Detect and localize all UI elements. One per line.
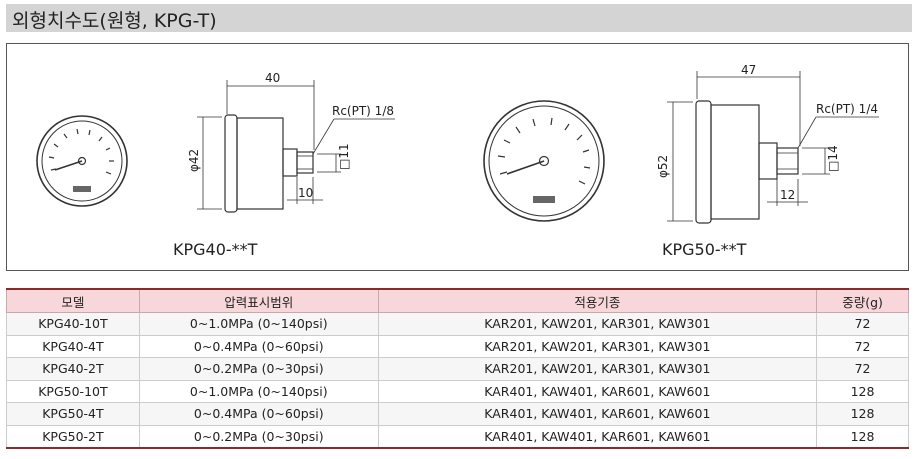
cell-pressure: 0~0.2MPa (0~30psi): [138, 424, 379, 449]
cell-applicable: KAR201, KAW201, KAR301, KAW301: [377, 357, 818, 381]
cell-weight: 128: [816, 379, 909, 403]
dim-lines-right: [667, 71, 879, 222]
cell-model: KPG50-2T: [6, 424, 140, 449]
section-title: 외형치수도(원형, KPG-T): [12, 10, 217, 32]
dim-hex-right: □14: [826, 145, 840, 172]
gauge-side-right: [695, 100, 799, 224]
spec-table: 모델 압력표시범위 적용기종 중량(g) KPG40-10T 0~1.0MPa …: [6, 288, 909, 449]
table-row: KPG50-2T 0~0.2MPa (0~30psi) KAR401, KAW4…: [6, 424, 909, 449]
dim-lines-left: [197, 80, 395, 210]
table-row: KPG50-10T 0~1.0MPa (0~140psi) KAR401, KA…: [6, 379, 909, 403]
gauge-front-left: [36, 115, 128, 207]
dim-thread-len-left: 10: [298, 186, 313, 200]
cell-applicable: KAR201, KAW201, KAR301, KAW301: [377, 312, 818, 336]
cell-applicable: KAR401, KAW401, KAR601, KAW601: [377, 424, 818, 449]
cell-model: KPG40-4T: [6, 334, 140, 358]
gauge-front-right: [483, 100, 605, 222]
header-applicable-models: 적용기종: [377, 288, 818, 313]
dim-width-right: 47: [741, 63, 756, 77]
gauge-side-left: [224, 114, 314, 213]
header-weight: 중량(g): [816, 288, 909, 313]
thread-label-left: Rc(PT) 1/8: [332, 104, 394, 118]
cell-model: KPG40-10T: [6, 312, 140, 336]
table-row: KPG40-2T 0~0.2MPa (0~30psi) KAR201, KAW2…: [6, 357, 909, 381]
dim-diameter-right: φ52: [656, 155, 670, 178]
drawing-svg: 40 φ42 Rc(PT) 1/8 □11 10: [36, 63, 879, 224]
cell-model: KPG40-2T: [6, 357, 140, 381]
table-row: KPG50-4T 0~0.4MPa (0~60psi) KAR401, KAW4…: [6, 402, 909, 426]
dim-width-left: 40: [265, 71, 280, 85]
cell-weight: 128: [816, 402, 909, 426]
cell-weight: 72: [816, 312, 909, 336]
header-model: 모델: [6, 288, 140, 313]
cell-model: KPG50-4T: [6, 402, 140, 426]
model-label-right: KPG50-**T: [662, 240, 747, 259]
dim-thread-len-right: 12: [780, 188, 795, 202]
section-title-bar: 외형치수도(원형, KPG-T): [6, 4, 912, 32]
cell-applicable: KAR401, KAW401, KAR601, KAW601: [377, 379, 818, 403]
table-row: KPG40-10T 0~1.0MPa (0~140psi) KAR201, KA…: [6, 312, 909, 336]
cell-weight: 128: [816, 424, 909, 449]
dim-diameter-left: φ42: [187, 149, 201, 172]
dim-hex-left: □11: [337, 143, 351, 170]
cell-pressure: 0~1.0MPa (0~140psi): [138, 312, 379, 336]
thread-label-right: Rc(PT) 1/4: [816, 102, 878, 116]
table-header-row: 모델 압력표시범위 적용기종 중량(g): [6, 288, 909, 313]
model-label-left: KPG40-**T: [173, 240, 258, 259]
cell-pressure: 0~1.0MPa (0~140psi): [138, 379, 379, 403]
header-pressure-range: 압력표시범위: [138, 288, 379, 313]
dimension-drawing: 40 φ42 Rc(PT) 1/8 □11 10: [6, 43, 909, 271]
cell-weight: 72: [816, 357, 909, 381]
cell-weight: 72: [816, 334, 909, 358]
cell-pressure: 0~0.4MPa (0~60psi): [138, 334, 379, 358]
cell-applicable: KAR401, KAW401, KAR601, KAW601: [377, 402, 818, 426]
cell-model: KPG50-10T: [6, 379, 140, 403]
cell-pressure: 0~0.4MPa (0~60psi): [138, 402, 379, 426]
cell-applicable: KAR201, KAW201, KAR301, KAW301: [377, 334, 818, 358]
cell-pressure: 0~0.2MPa (0~30psi): [138, 357, 379, 381]
table-row: KPG40-4T 0~0.4MPa (0~60psi) KAR201, KAW2…: [6, 334, 909, 358]
